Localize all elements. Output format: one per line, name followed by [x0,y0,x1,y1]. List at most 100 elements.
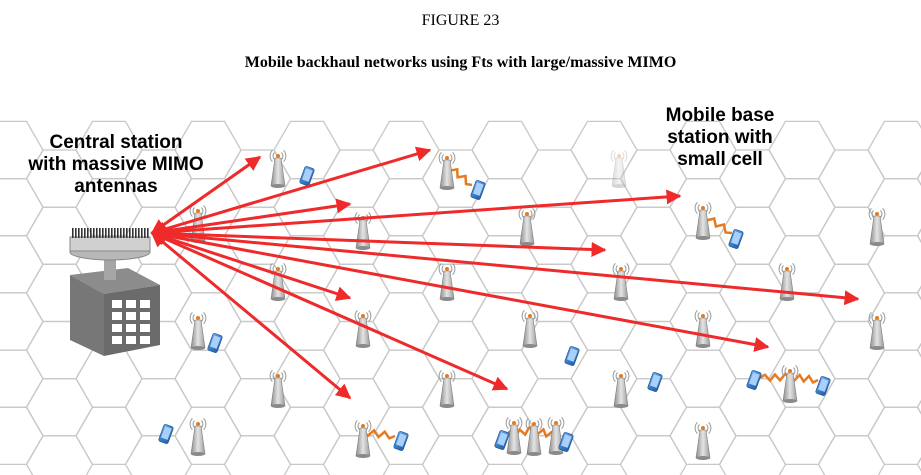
tower-icon [778,263,796,301]
mobile-base-station-label: Mobile base station with small cell [610,105,830,171]
tower-icon [612,370,630,408]
hex-cell [322,377,391,437]
hex-cell [916,457,921,472]
mobile-base-station-label-line: Mobile base [665,105,775,126]
phone-icon [815,376,831,396]
hex-cell [867,349,921,408]
backhaul-arrow [150,226,607,257]
hex-cell [619,435,688,475]
hex-cell [372,349,440,408]
tower-icon [781,365,799,403]
building-window [126,324,136,332]
building-window [112,324,122,332]
central-station-label: Central station with massive MIMO antenn… [0,132,232,198]
central-station-icon [69,228,160,356]
hex-cell [768,235,836,294]
hex-cell [718,435,787,475]
tower-icon [189,418,207,456]
central-station-label-line: Central station [49,132,183,153]
phone-icon [158,424,174,444]
hex-cell [619,263,688,323]
base-station-layer [158,150,886,460]
building-window [112,300,122,308]
figure-number: FIGURE 23 [421,12,500,29]
hex-cell [916,399,921,415]
tower-icon [868,208,886,246]
hex-cell [174,406,242,466]
hex-cell [520,149,589,208]
hex-cell [25,377,94,437]
tower-icon [694,422,712,460]
hex-cell [619,206,688,265]
building-window [140,300,150,308]
building-window [140,336,150,344]
hex-cell [768,292,836,351]
phone-icon [299,166,315,186]
tower-icon [694,310,712,348]
building-window [140,312,150,320]
phone-icon [564,346,580,366]
central-station-label-line: with massive MIMO [28,154,204,175]
mobile-base-station-label-line: small cell [677,149,763,170]
phone-icon [393,431,409,451]
building-window [126,300,136,308]
phone-icon [746,370,762,390]
building-window [112,312,122,320]
building-roof [70,268,160,294]
backhaul-arrow [150,189,682,240]
hex-cell [124,377,193,437]
hex-cell [817,435,886,475]
building-window [112,336,122,344]
hex-cell [174,292,242,351]
tower-icon [354,420,372,458]
hex-cell [322,320,391,380]
hex-cell [570,406,638,466]
hex-cell [817,377,886,437]
hex-cell [174,349,242,408]
hex-cell [718,320,787,380]
tower-icon [518,208,536,246]
hex-cell [916,228,921,244]
hex-cell [916,342,921,358]
tower-icon [438,263,456,301]
hex-cell [768,177,836,237]
tower-icon [525,418,543,456]
building-window [140,324,150,332]
building-window [126,336,136,344]
hex-cell [223,435,292,475]
hex-cell [718,263,787,323]
tower-icon [189,312,207,350]
hex-cell [768,406,836,466]
phone-icon [647,372,663,392]
central-station-label-line: antennas [74,176,158,197]
hex-cell [75,349,143,408]
phone-icon [470,180,486,200]
hex-cell [372,292,440,351]
hex-cell [0,406,44,466]
hex-cell [0,235,44,294]
wireless-link-icon [759,372,791,383]
hex-cell [817,263,886,323]
tower-icon [505,417,523,455]
hex-cell [916,285,921,301]
hex-cell [421,435,490,475]
hex-cell [124,435,193,475]
hex-cell [25,435,94,475]
backhaul-arrow [150,226,860,306]
hex-cell [916,171,921,186]
hex-cell [0,349,44,408]
backhaul-arrow [150,228,770,352]
tower-icon [438,152,456,190]
tower-icon [269,263,287,301]
hex-cell [570,177,638,237]
hex-cell [669,349,737,408]
tower-icon [269,370,287,408]
tower-icon [868,312,886,350]
wireless-link-icon [362,428,396,440]
backhaul-arrow-layer [150,146,860,400]
tower-icon [610,150,628,188]
phone-icon [494,430,510,450]
hex-cell [75,406,143,466]
mobile-base-station-label-line: station with [667,127,773,148]
hex-cell [718,206,787,265]
